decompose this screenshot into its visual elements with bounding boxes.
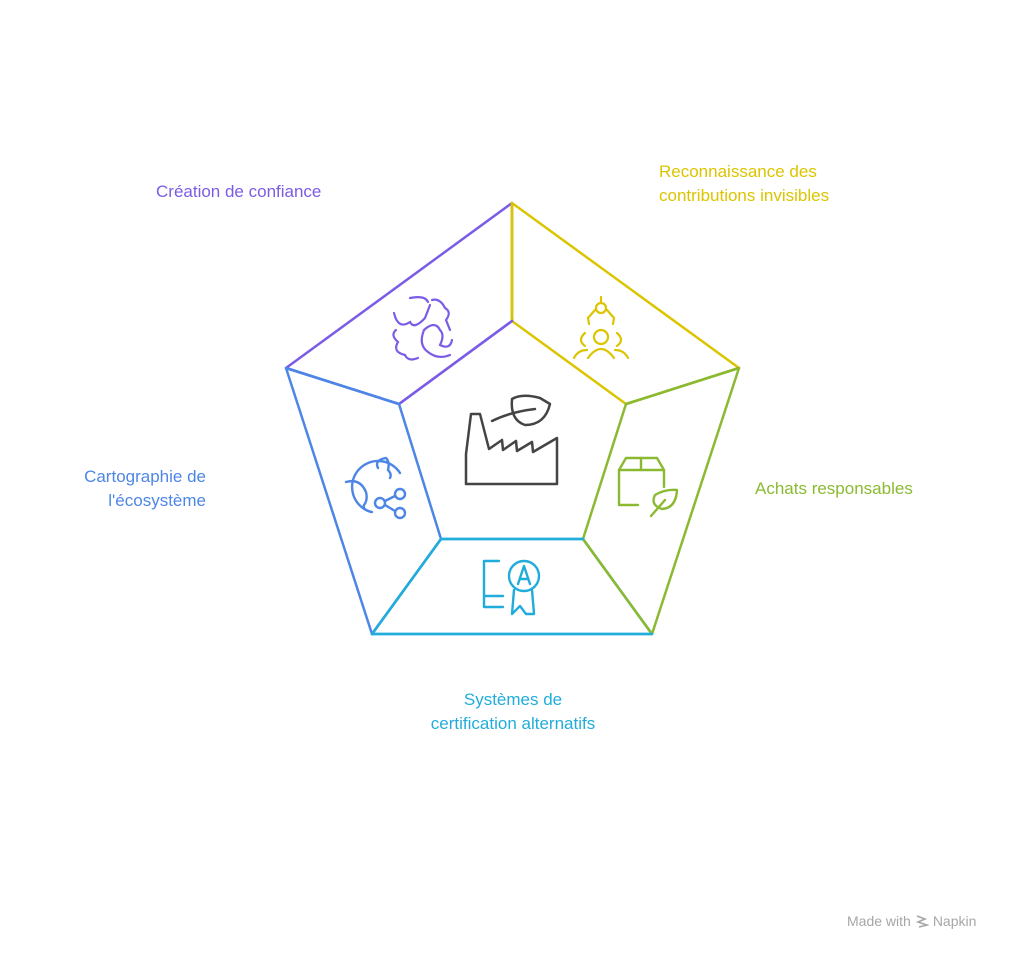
segment-mapping xyxy=(284,366,443,636)
segment-purchasing xyxy=(581,366,741,636)
eco-factory-icon xyxy=(464,394,559,486)
watermark-brand: Napkin xyxy=(932,913,977,929)
label-trust: Création de confiance xyxy=(156,182,322,201)
label-certification: Systèmes de certification alternatifs xyxy=(412,688,614,736)
label-line: l'écosystème xyxy=(108,491,206,510)
label-mapping: Cartographie de l'écosystème xyxy=(40,465,206,513)
label-purchasing: Achats responsables xyxy=(755,479,913,498)
handshake-icon xyxy=(392,296,454,361)
watermark-prefix: Made with xyxy=(847,913,911,929)
label-recognition: Reconnaissance des contributions invisib… xyxy=(659,160,829,208)
segment-recognition xyxy=(510,201,741,406)
label-line: Systèmes de xyxy=(463,690,563,709)
label-line: Reconnaissance des xyxy=(659,162,817,181)
napkin-watermark: Made with Napkin xyxy=(847,913,976,929)
person-recognition-icon xyxy=(572,295,630,360)
globe-network-icon xyxy=(344,456,407,520)
segment-trust xyxy=(284,201,514,406)
label-line: contributions invisibles xyxy=(659,186,830,205)
napkin-logo-icon xyxy=(915,915,929,928)
label-line: Cartographie de xyxy=(84,467,206,486)
eco-package-icon xyxy=(617,456,679,518)
label-line: certification alternatifs xyxy=(430,714,596,733)
certificate-award-icon xyxy=(482,559,541,616)
